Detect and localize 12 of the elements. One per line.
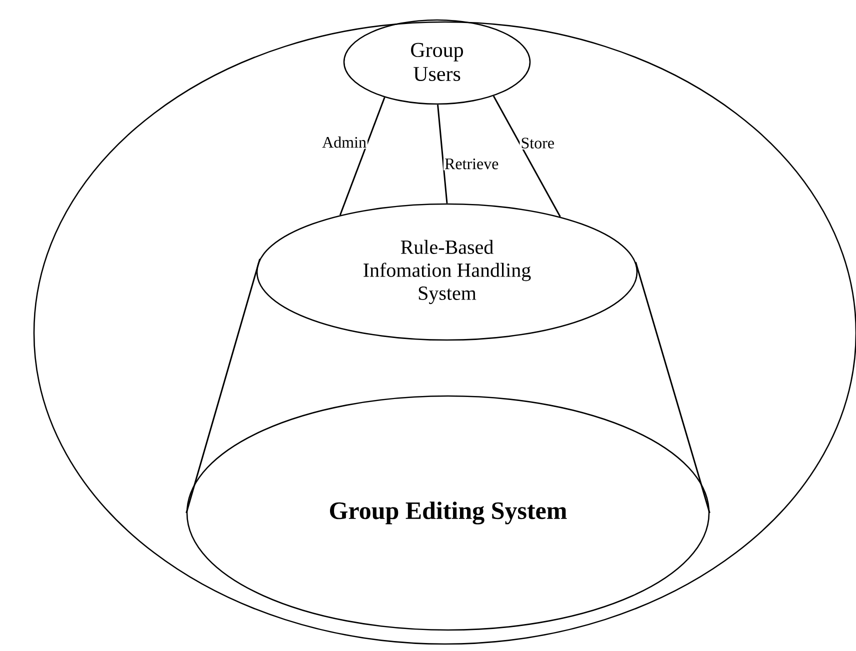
edge-label: Store xyxy=(520,136,556,150)
outer-ellipse xyxy=(33,21,856,645)
connector-line xyxy=(492,96,561,218)
edge-label: Retrieve xyxy=(444,158,500,170)
ellipse-node: Group Editing System xyxy=(186,395,710,631)
edge-label: Admin xyxy=(321,135,368,149)
connector-line xyxy=(437,104,448,204)
connector-line xyxy=(186,258,261,514)
ellipse-node: Rule-Based Infomation Handling System xyxy=(256,203,638,341)
ellipse-node: Group Users xyxy=(343,19,531,105)
connector-line xyxy=(634,262,710,514)
connector-line xyxy=(339,97,386,216)
